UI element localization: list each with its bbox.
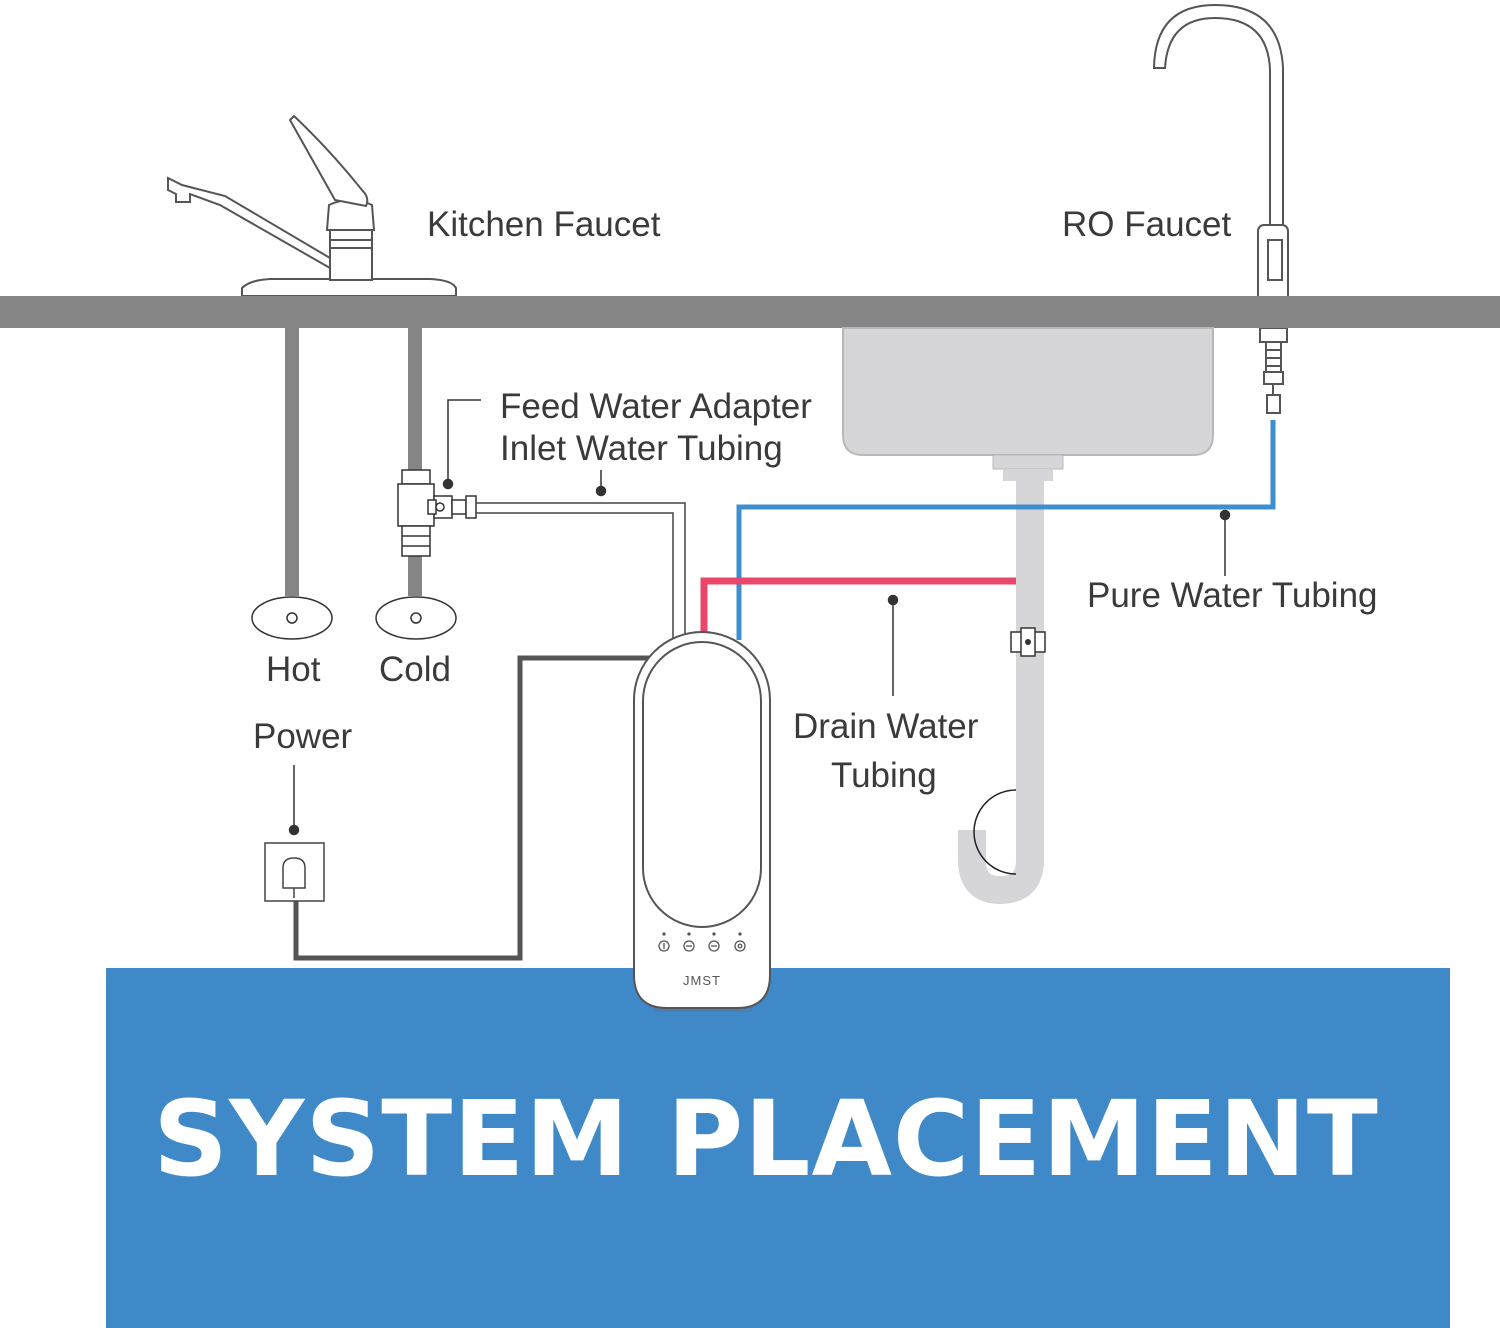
inlet-water-tubing-label: Inlet Water Tubing xyxy=(500,429,783,468)
sink xyxy=(842,327,1214,481)
kitchen-faucet xyxy=(167,114,457,297)
banner-title: SYSTEM PLACEMENT xyxy=(153,1078,1379,1200)
cold-label: Cold xyxy=(379,650,451,689)
inlet-water-tubing xyxy=(476,502,686,638)
ro-filter-unit: JMST xyxy=(633,631,771,1012)
ro-faucet-label: RO Faucet xyxy=(1062,205,1231,244)
power-cable xyxy=(293,655,652,961)
power-icon[interactable] xyxy=(658,940,670,952)
drain-pipe xyxy=(958,478,1046,905)
minus-icon[interactable] xyxy=(708,940,720,952)
kitchen-faucet-label: Kitchen Faucet xyxy=(427,205,661,244)
hot-valve xyxy=(251,596,333,640)
drain-water-tubing xyxy=(700,577,1016,640)
power-label: Power xyxy=(253,717,353,756)
unit-buttons xyxy=(658,932,746,952)
feed-water-adapter xyxy=(397,469,477,557)
drain-water-tubing-label-line1: Drain Water xyxy=(793,707,979,746)
minus-icon[interactable] xyxy=(683,940,695,952)
callout-leaders xyxy=(288,399,1231,836)
hot-label: Hot xyxy=(266,650,321,689)
feed-water-adapter-label: Feed Water Adapter xyxy=(500,387,812,426)
countertop xyxy=(0,296,1500,328)
system-placement-banner xyxy=(106,968,1450,1328)
pure-water-tubing-label: Pure Water Tubing xyxy=(1087,576,1378,615)
cold-valve xyxy=(375,596,457,640)
unit-brand: JMST xyxy=(683,973,721,988)
power-outlet xyxy=(264,842,325,902)
pure-water-tubing xyxy=(736,420,1276,640)
gear-icon[interactable] xyxy=(734,940,746,952)
drain-water-tubing-label-line2: Tubing xyxy=(831,756,937,795)
